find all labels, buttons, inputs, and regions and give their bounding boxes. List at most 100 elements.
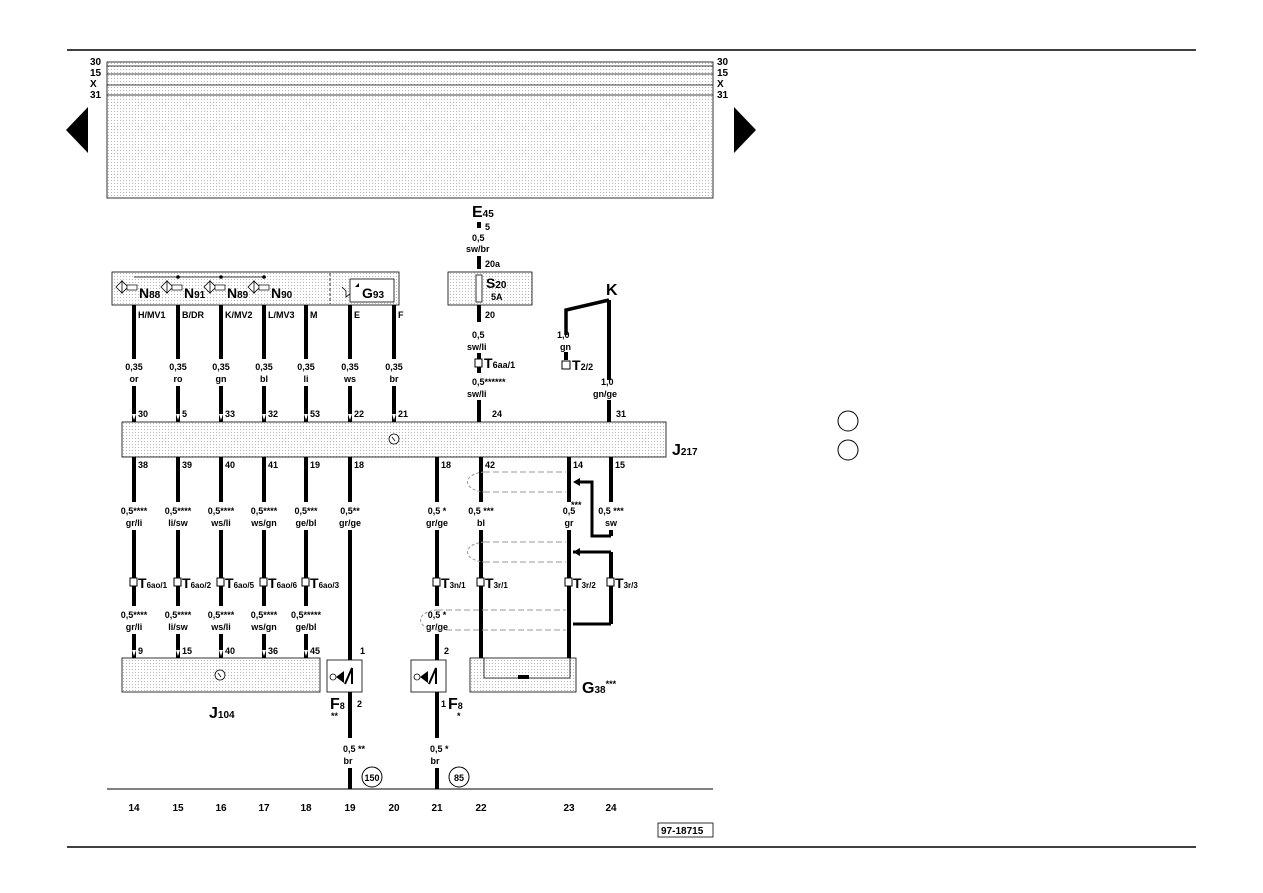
upper-wire-top-4: [304, 305, 308, 359]
g38-sensor-element: [518, 675, 529, 679]
j104-wire-a-0: [132, 586, 136, 606]
ground-ref-circle-1: [448, 766, 470, 788]
e45-wire-color: sw/br: [466, 244, 490, 254]
n89-sub: 89: [237, 290, 249, 301]
upper-wire-pin-6: 21: [398, 409, 408, 419]
f8-left-note: **: [331, 711, 339, 721]
connector-label-8: T3r/2: [573, 575, 596, 591]
lower-wire-a-1: [176, 457, 180, 502]
connector-box-sw: [606, 577, 615, 587]
next-page-arrow[interactable]: [734, 107, 756, 153]
center-wire-color-1: sw/li: [467, 342, 487, 352]
lower-wire-b-7: [479, 530, 483, 578]
k-wire-left-lower: [564, 352, 568, 360]
column-number-0: 14: [128, 803, 140, 814]
lower-wire-color-1: li/sw: [168, 518, 189, 528]
s20-sub: 20: [495, 280, 507, 291]
upper-wire-top-3: [262, 305, 266, 359]
upper-wire-pin-mark-3: [262, 414, 266, 420]
j104-pin-mark-3: [262, 650, 266, 656]
n90-letter: N: [271, 285, 281, 301]
module-pin-label-2: K/MV2: [225, 310, 253, 320]
module-pin-label-3: L/MV3: [268, 310, 295, 320]
upper-wire-bottom-5: [348, 386, 352, 422]
s20-label: S20: [486, 275, 507, 291]
j104-letter: J: [209, 705, 218, 722]
lower-pin-7: 42: [485, 460, 495, 470]
upper-wire-top-1: [176, 305, 180, 359]
upper-wire-top-2: [219, 305, 223, 359]
lower-wire-a-4: [304, 457, 308, 502]
f8-left-sub: 8: [340, 701, 345, 711]
upper-wire-pin-mark-1: [176, 414, 180, 420]
valve-n89: N89: [203, 280, 249, 301]
center-wire-size-1: 0,5: [472, 330, 485, 340]
diagram-code-box: [657, 822, 714, 838]
lower-wire-size-5: 0,5**: [340, 506, 360, 516]
lower-wire-size-4: 0,5***: [294, 506, 318, 516]
lower-wire-color-5: gr/ge: [339, 518, 361, 528]
column-number-6: 20: [388, 803, 400, 814]
k-wire-bent: [564, 298, 610, 335]
f8-out-wire-a-1: [435, 692, 439, 738]
e45-sub: 45: [483, 209, 495, 220]
previous-page-arrow[interactable]: [66, 107, 88, 153]
g38-wire-7: [479, 586, 483, 658]
connector-box-8: [564, 577, 573, 587]
rail-label-left-x: X: [90, 79, 97, 90]
module-pin-label-1: B/DR: [182, 310, 204, 320]
svg-text:N90: N90: [271, 285, 293, 301]
j104-pin-1: 15: [182, 646, 192, 656]
upper-wire-size-5: 0,35: [341, 362, 359, 372]
connector-letter-sw: T: [615, 575, 624, 591]
upper-wire-pin-mark-0: [132, 414, 136, 420]
e45-wire-size: 0,5: [472, 233, 485, 243]
upper-wire-size-0: 0,35: [125, 362, 143, 372]
g93-sub: 93: [373, 290, 385, 301]
upper-wire-bottom-3: [262, 386, 266, 422]
center-wire-pin: 24: [492, 409, 502, 419]
lower-wire-extra-gr: ***: [571, 500, 582, 510]
lower-pin-2: 40: [225, 460, 235, 470]
column-number-5: 19: [344, 803, 356, 814]
upper-wire-size-2: 0,35: [212, 362, 230, 372]
g38-label: G38***: [582, 679, 617, 697]
lower-wire-color-8: gr: [565, 518, 574, 528]
s20-in-pin: 20a: [485, 259, 501, 269]
connector-label-sw: T3r/3: [615, 575, 638, 591]
diagram-code: 97-18715: [661, 826, 704, 837]
s20-fuse-holder: [447, 271, 533, 306]
upper-wire-color-4: li: [303, 374, 308, 384]
k-wire-size-2: 1,0: [601, 377, 614, 387]
lower-wire-color-7: bl: [477, 518, 485, 528]
switch-f8-left: [326, 659, 363, 693]
rail-label-right-x: X: [717, 79, 724, 90]
bottom-wire-size-0: 0,5 **: [343, 744, 366, 754]
j104-wire-size-0: 0,5****: [121, 610, 148, 620]
connector-letter-7: T: [485, 575, 494, 591]
upper-wire-color-1: ro: [174, 374, 184, 384]
column-number-8: 22: [475, 803, 487, 814]
j104-wire-a-3: [262, 586, 266, 606]
upper-wire-pin-mark-2: [219, 414, 223, 420]
lower-wire-size-7: 0,5 ***: [468, 506, 494, 516]
rail-label-left-30: 30: [90, 57, 102, 68]
j217-sub: 217: [681, 447, 698, 458]
k-wire-size-1: 1,0: [557, 330, 570, 340]
upper-wire-color-5: ws: [343, 374, 356, 384]
bottom-wire-size-1: 0,5 *: [430, 744, 449, 754]
connector-label-4: T6ao/3: [310, 575, 340, 591]
lower-pin-0: 38: [138, 460, 148, 470]
j104-label: J104: [209, 705, 235, 722]
j104-pin-3: 36: [268, 646, 278, 656]
connector-letter-4: T: [310, 575, 319, 591]
upper-wires: H/MV10,35or30B/DR0,35ro5K/MV20,35gn33L/M…: [125, 305, 408, 422]
wire-sw-stub: [609, 530, 613, 536]
upper-wire-size-3: 0,35: [255, 362, 273, 372]
j217-letter: J: [672, 442, 681, 459]
e45-letter: E: [472, 204, 483, 221]
link-arrow-1: [573, 478, 580, 486]
f8-out-wire-b-1: [435, 768, 439, 789]
lower-pin-3: 41: [268, 460, 278, 470]
